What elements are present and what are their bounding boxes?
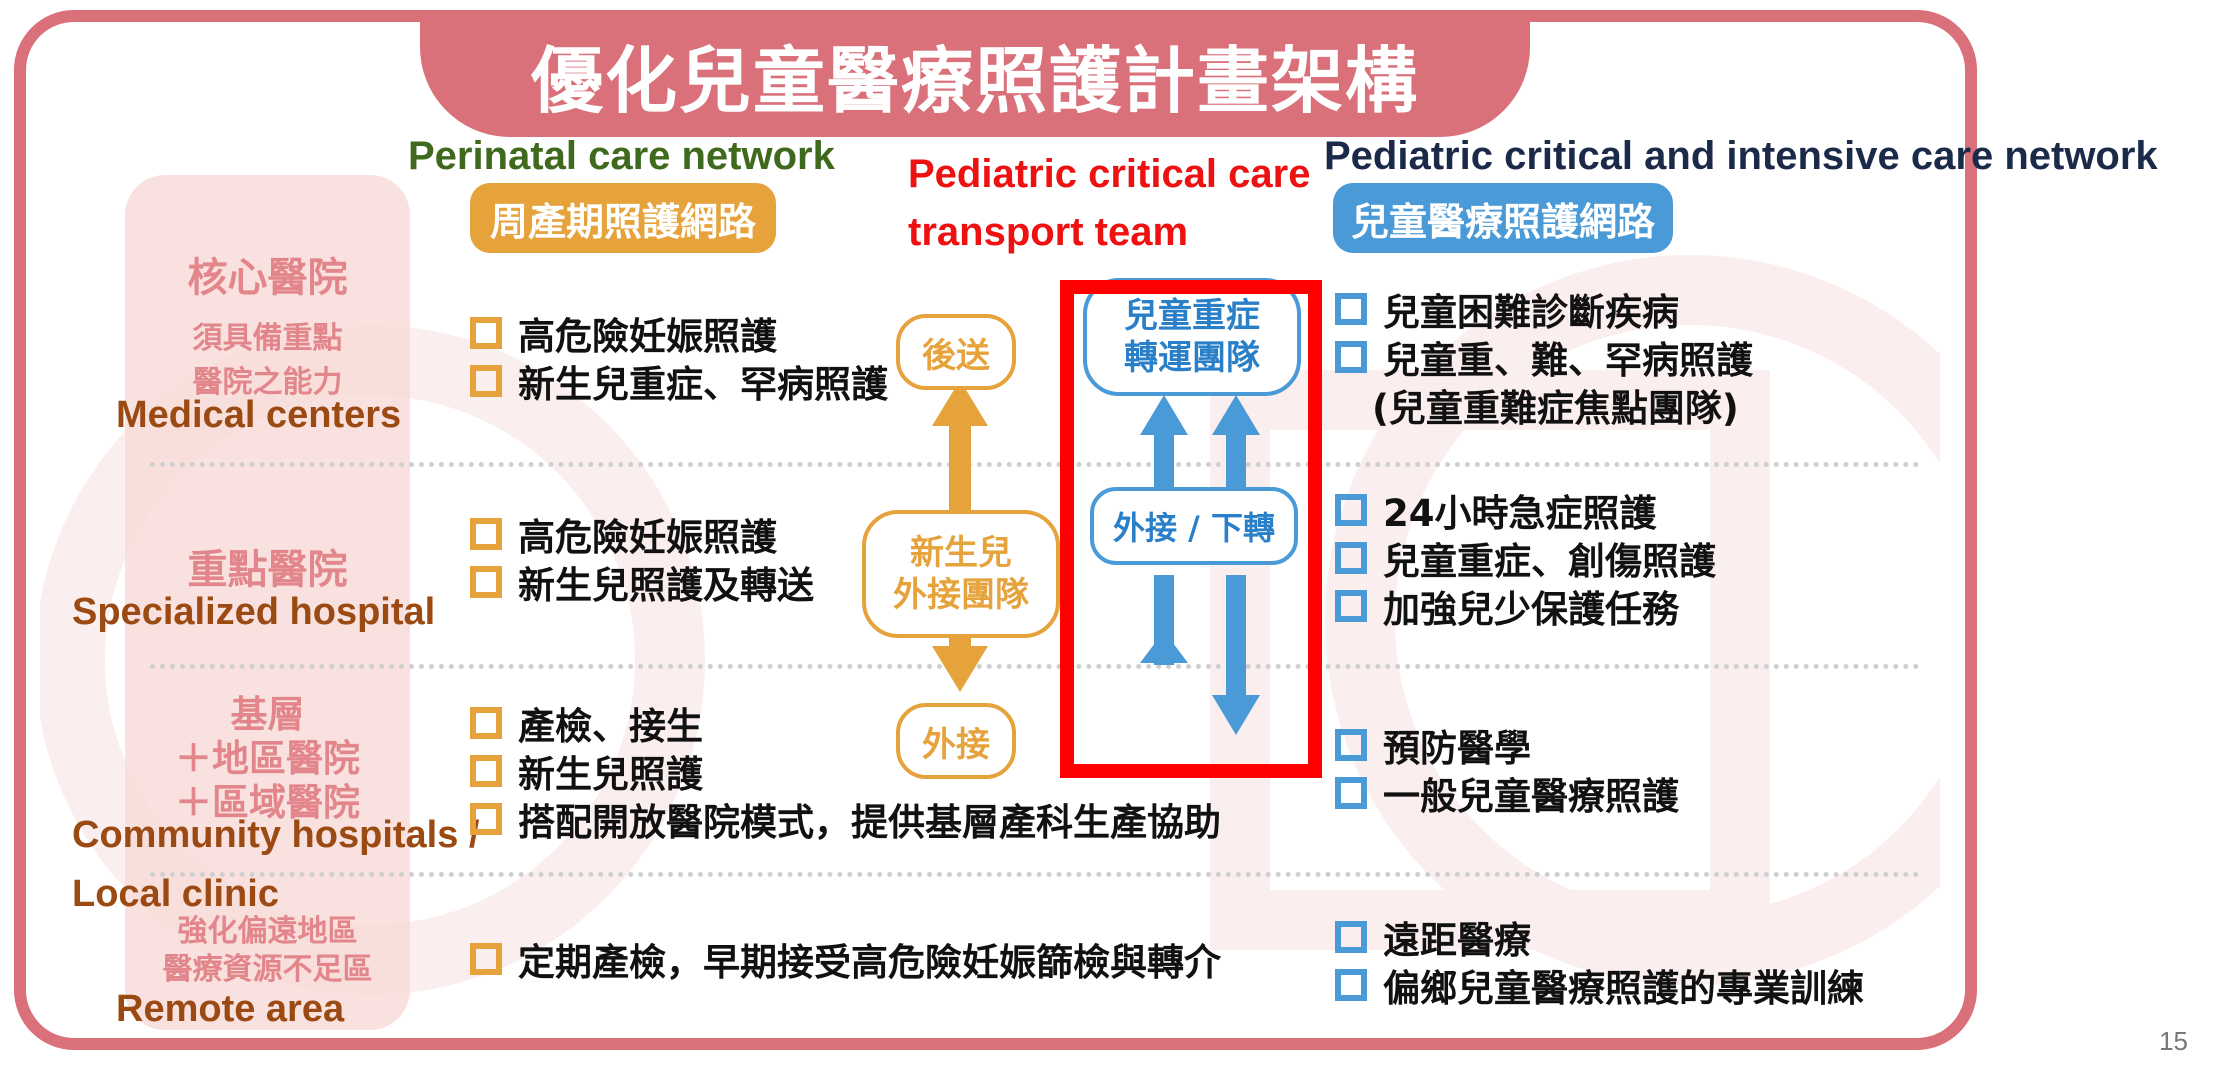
level-remote-line1: 強化偏遠地區 [177,914,358,949]
level-key-title: 重點醫院 [187,547,348,593]
pediatric-primary-2: 一般兒童醫療照護 [1335,766,1679,820]
label-community-en-1: Community hospitals / [72,814,480,856]
pediatric-key-3: 加強兒少保護任務 [1335,579,1679,633]
checkbox-icon [470,803,502,835]
neonatal-team-line1: 新生兒 [910,533,1012,573]
checkbox-icon [470,707,502,739]
label-perinatal-en: Perinatal care network [408,134,835,178]
level-core-title: 核心醫院 [187,255,348,301]
label-transport-en-2: transport team [908,210,1189,254]
perinatal-primary-2: 新生兒照護 [470,744,703,798]
checkbox-icon [1335,293,1367,325]
separator-2 [150,664,1920,669]
transport-team-line1: 兒童重症 [1124,296,1260,336]
perinatal-core-1: 高危險妊娠照護 [470,306,777,360]
level-primary-line1: 基層 [230,693,305,736]
pediatric-key-2: 兒童重症、創傷照護 [1335,531,1716,585]
checkbox-icon [470,365,502,397]
pickup-down-box: 外接 / 下轉 [1090,487,1298,565]
checkbox-icon [1335,341,1367,373]
level-primary-line2: ＋地區醫院 [175,737,360,780]
checkbox-icon [1335,777,1367,809]
pediatric-core-3: (兒童重難症焦點團隊) [1372,387,1739,430]
checkbox-icon [470,755,502,787]
perinatal-key-2: 新生兒照護及轉送 [470,555,814,609]
checkbox-icon [1335,590,1367,622]
level-primary: 基層 ＋地區醫院 ＋區域醫院 [125,693,410,825]
checkbox-icon [1335,494,1367,526]
page-title: 優化兒童醫療照護計畫架構 [530,39,1419,123]
pediatric-remote-1: 遠距醫療 [1335,910,1531,964]
checkbox-icon [470,317,502,349]
label-pediatric-network-en: Pediatric critical and intensive care ne… [1324,134,2158,178]
pediatric-core-1: 兒童困難診斷疾病 [1335,282,1679,336]
label-transport-en-1: Pediatric critical care [908,152,1311,196]
perinatal-primary-3: 搭配開放醫院模式，提供基層產科生產協助 [470,792,1221,846]
transport-team-box: 兒童重症 轉運團隊 [1083,278,1301,396]
neonatal-team-line2: 外接團隊 [893,575,1029,615]
level-remote-line2: 醫療資源不足區 [162,952,373,987]
label-specialized-en: Specialized hospital [72,591,436,633]
level-key: 重點醫院 [125,537,410,595]
level-column [125,175,410,1030]
back-transfer-box: 後送 [896,314,1016,390]
level-primary-line3: ＋區域醫院 [175,781,360,824]
title-banner: 優化兒童醫療照護計畫架構 [420,12,1530,137]
checkbox-icon [1335,921,1367,953]
level-core-sub2: 醫院之能力 [192,365,343,400]
neonatal-team-box: 新生兒 外接團隊 [862,510,1060,638]
perinatal-remote-1: 定期產檢，早期接受高危險妊娠篩檢與轉介 [470,932,1221,986]
checkbox-icon [1335,542,1367,574]
pediatric-key-1: 24小時急症照護 [1335,483,1657,537]
checkbox-icon [1335,969,1367,1001]
label-remote-en: Remote area [116,988,345,1030]
header-perinatal: 周產期照護網路 [470,183,776,253]
separator-3 [150,872,1920,877]
checkbox-icon [1335,729,1367,761]
highlight-box [1060,280,1322,778]
perinatal-primary-1: 產檢、接生 [470,696,703,750]
label-medical-centers-en: Medical centers [116,394,402,436]
page-number: 15 [2159,1026,2188,1056]
pediatric-core-2: 兒童重、難、罕病照護 [1335,330,1753,384]
level-core: 核心醫院 須具備重點 醫院之能力 [125,245,410,401]
neonatal-arrow [932,380,988,692]
level-core-sub1: 須具備重點 [192,321,343,356]
checkbox-icon [470,518,502,550]
label-community-en-2: Local clinic [72,873,279,915]
transport-team-line2: 轉運團隊 [1124,338,1260,378]
checkbox-icon [470,566,502,598]
level-remote: 強化偏遠地區 醫療資源不足區 [125,913,410,989]
separator-1 [150,462,1920,467]
pediatric-primary-1: 預防醫學 [1335,718,1531,772]
header-pediatric: 兒童醫療照護網路 [1333,183,1673,253]
perinatal-key-1: 高危險妊娠照護 [470,507,777,561]
perinatal-core-2: 新生兒重症、罕病照護 [470,354,888,408]
checkbox-icon [470,943,502,975]
pickup-box: 外接 [896,703,1016,779]
header-perinatal-label: 周產期照護網路 [489,199,756,244]
header-pediatric-label: 兒童醫療照護網路 [1350,199,1655,244]
pediatric-remote-2: 偏鄉兒童醫療照護的專業訓練 [1335,958,1864,1012]
